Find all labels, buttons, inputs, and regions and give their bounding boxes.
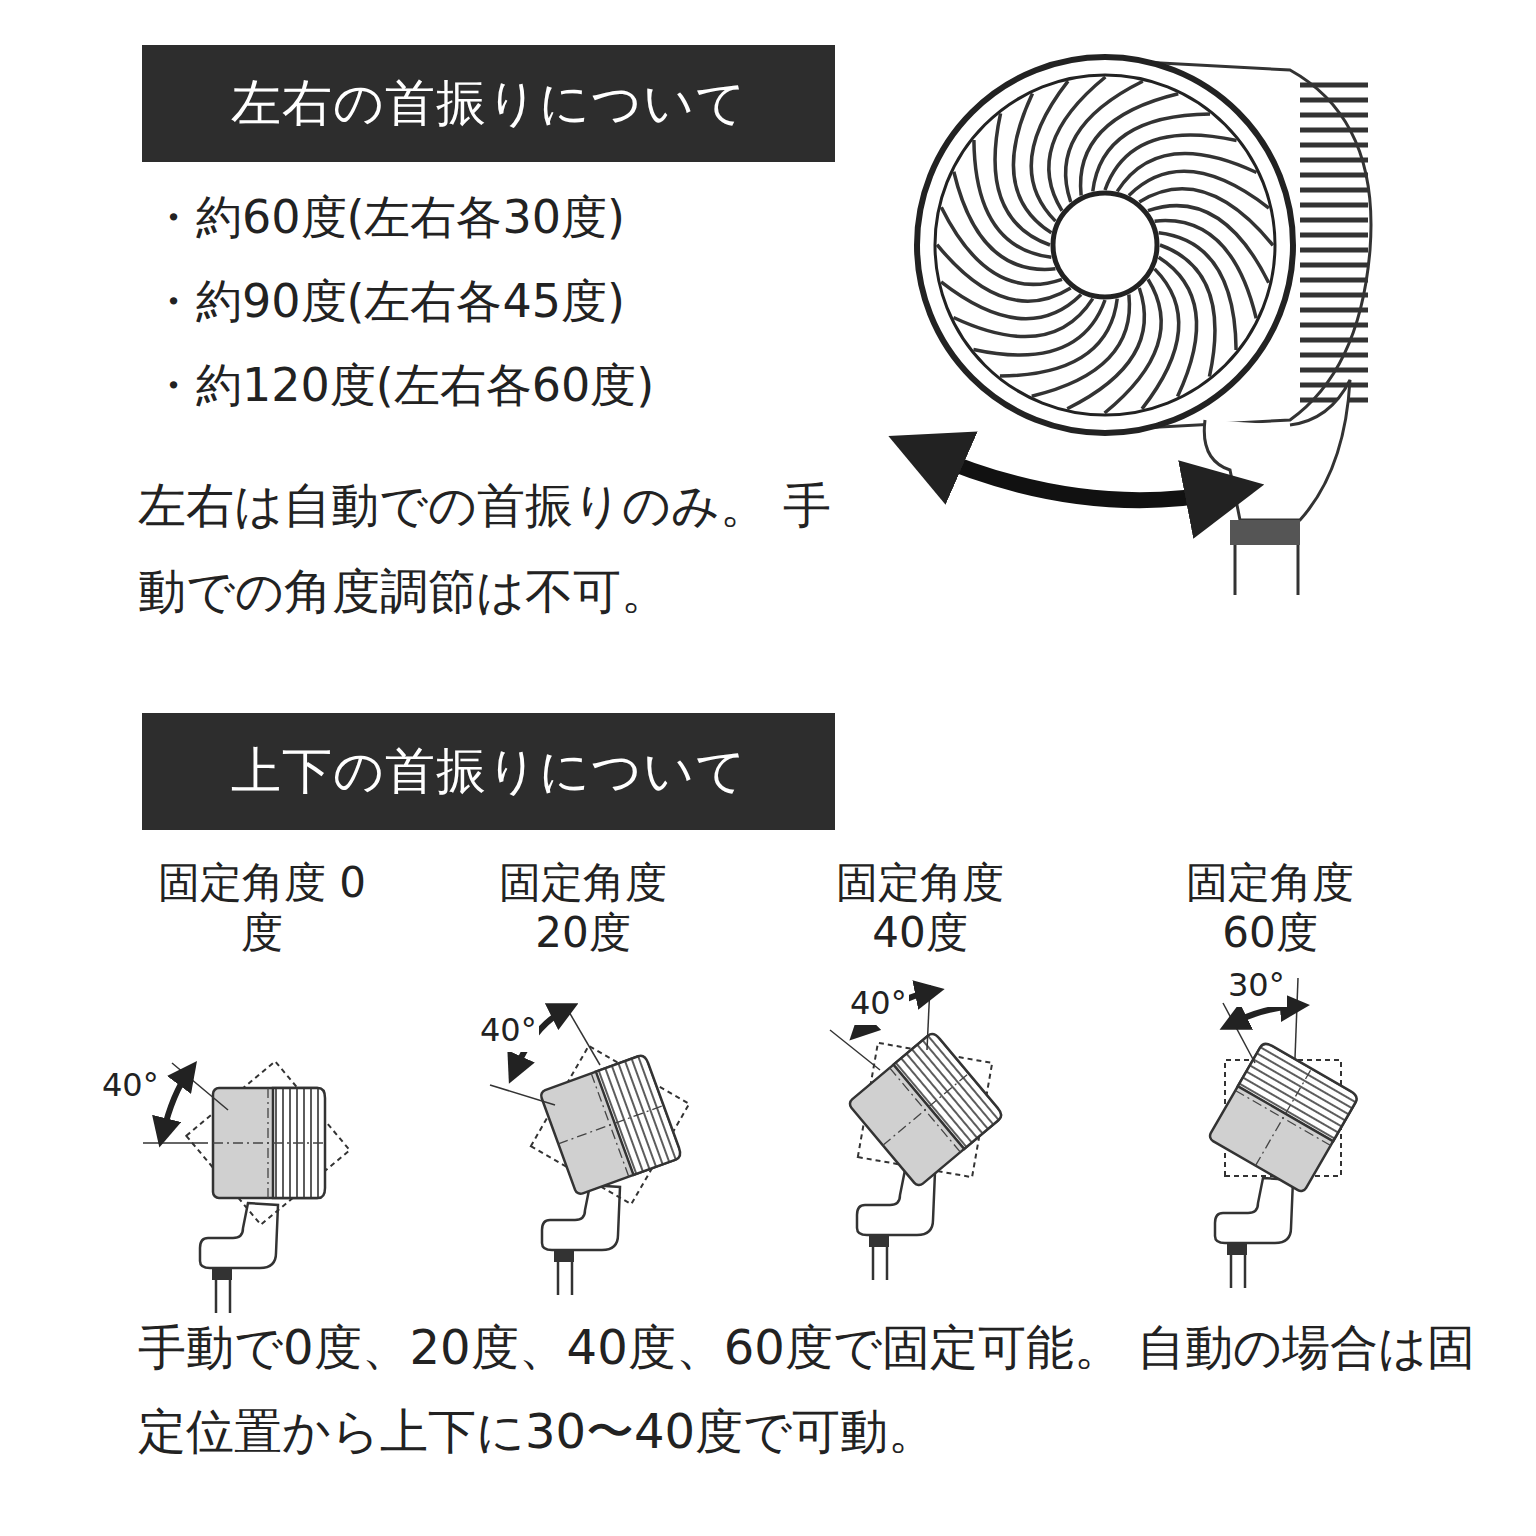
note-text: 手動で0度、20度、40度、60度で固定可能。 自動の場合は固定位置から上下に3… — [138, 1305, 1518, 1473]
fan-front-view — [917, 57, 1371, 595]
angle-label: 30° — [1226, 965, 1287, 1007]
angle-caption: 固定角度 0度 — [152, 858, 372, 959]
angle-label: 40° — [100, 1065, 161, 1107]
angle-caption: 固定角度 20度 — [473, 858, 693, 959]
angle-caption: 固定角度 40度 — [810, 858, 1030, 959]
section-heading-band: 上下の首振りについて — [142, 713, 835, 830]
bullet-item: ・約120度(左右各60度) — [150, 356, 850, 416]
section-heading-band: 左右の首振りについて — [142, 45, 835, 162]
angle-label: 40° — [478, 1010, 539, 1052]
angle-caption: 固定角度 60度 — [1160, 858, 1380, 959]
note-text: 左右は自動での首振りのみ。 手動での角度調節は不可。 — [138, 462, 838, 635]
fan-side-view — [830, 985, 1004, 1280]
angle-label: 40° — [848, 983, 909, 1025]
heading-text: 左右の首振りについて — [231, 70, 747, 137]
bullet-item: ・約60度(左右各30度) — [150, 188, 850, 248]
fan-side-view — [1208, 978, 1359, 1288]
bullet-item: ・約90度(左右各45度) — [150, 272, 850, 332]
fan-side-view — [143, 1061, 350, 1313]
heading-text: 上下の首振りについて — [231, 738, 747, 805]
